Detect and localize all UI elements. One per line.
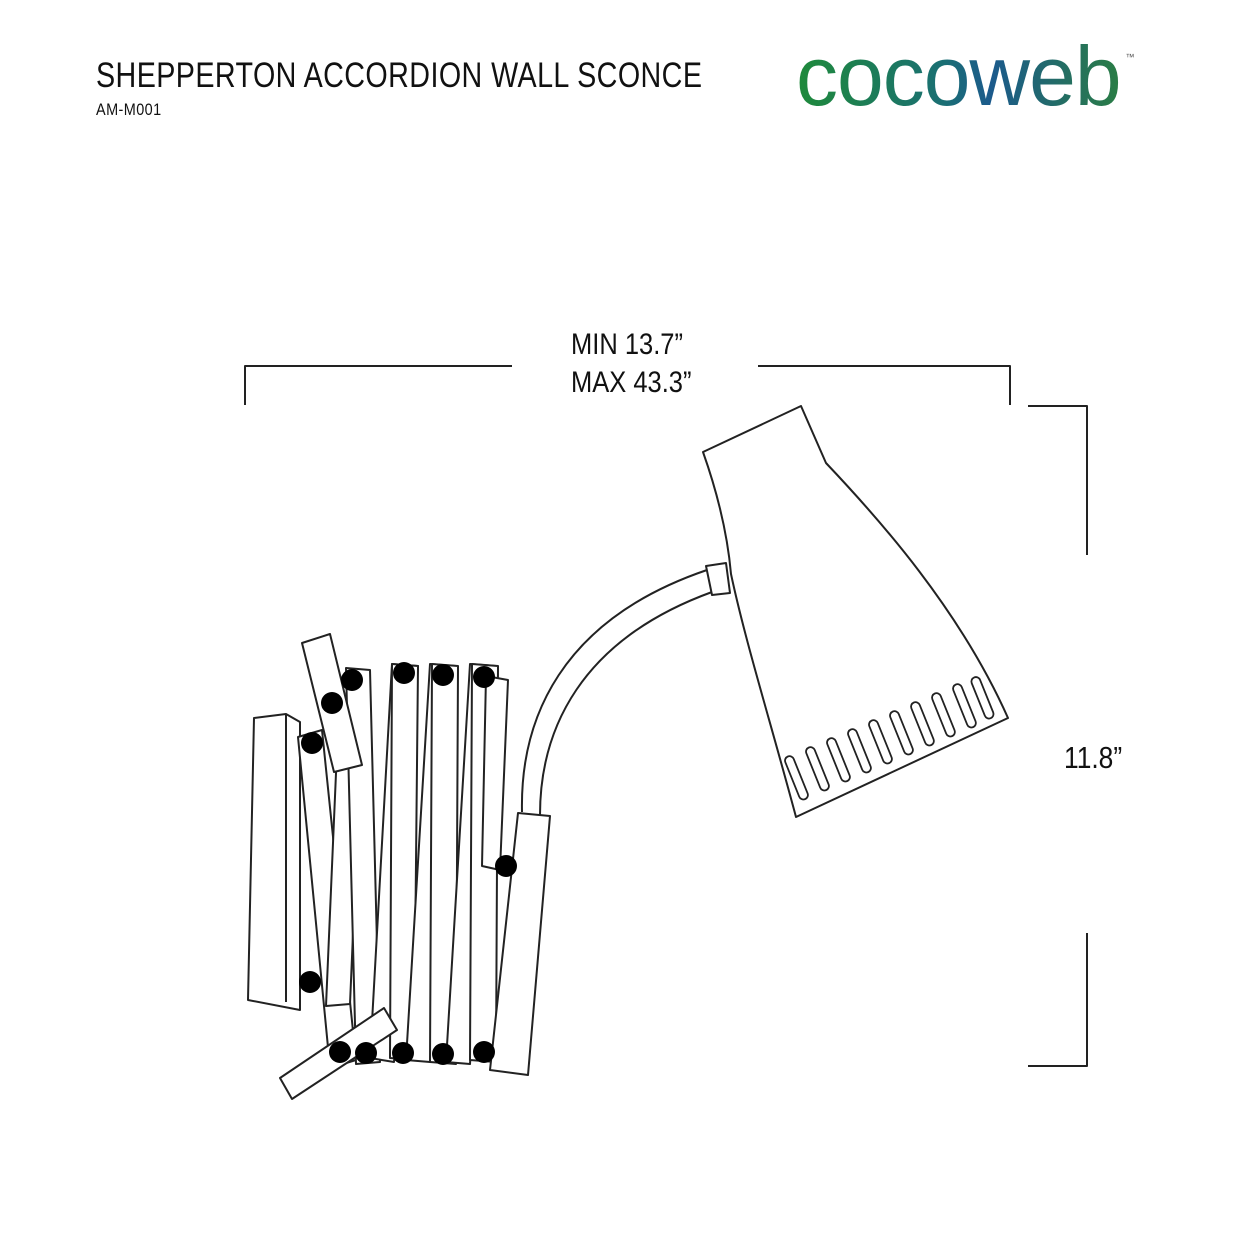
wall-plate — [247, 713, 301, 1011]
height-label: 11.8” — [1064, 740, 1123, 775]
lamp-shade — [702, 405, 1009, 818]
product-title: SHEPPERTON ACCORDION WALL SCONCE — [96, 56, 703, 95]
pivot-rivets — [299, 662, 517, 1065]
width-min-label: MIN 13.7” — [571, 328, 683, 361]
gooseneck — [520, 562, 731, 816]
product-sku: AM-M001 — [96, 100, 162, 119]
brand-name: cocoweb — [796, 29, 1122, 123]
width-max-label: MAX 43.3” — [571, 366, 692, 399]
brand-logo: cocoweb ™ — [796, 29, 1135, 123]
vent-slots — [784, 676, 995, 801]
width-dimension-line — [244, 365, 1011, 405]
height-dimension-line — [1028, 405, 1088, 1067]
accordion-arm — [279, 633, 509, 1100]
trademark-symbol: ™ — [1125, 52, 1135, 62]
